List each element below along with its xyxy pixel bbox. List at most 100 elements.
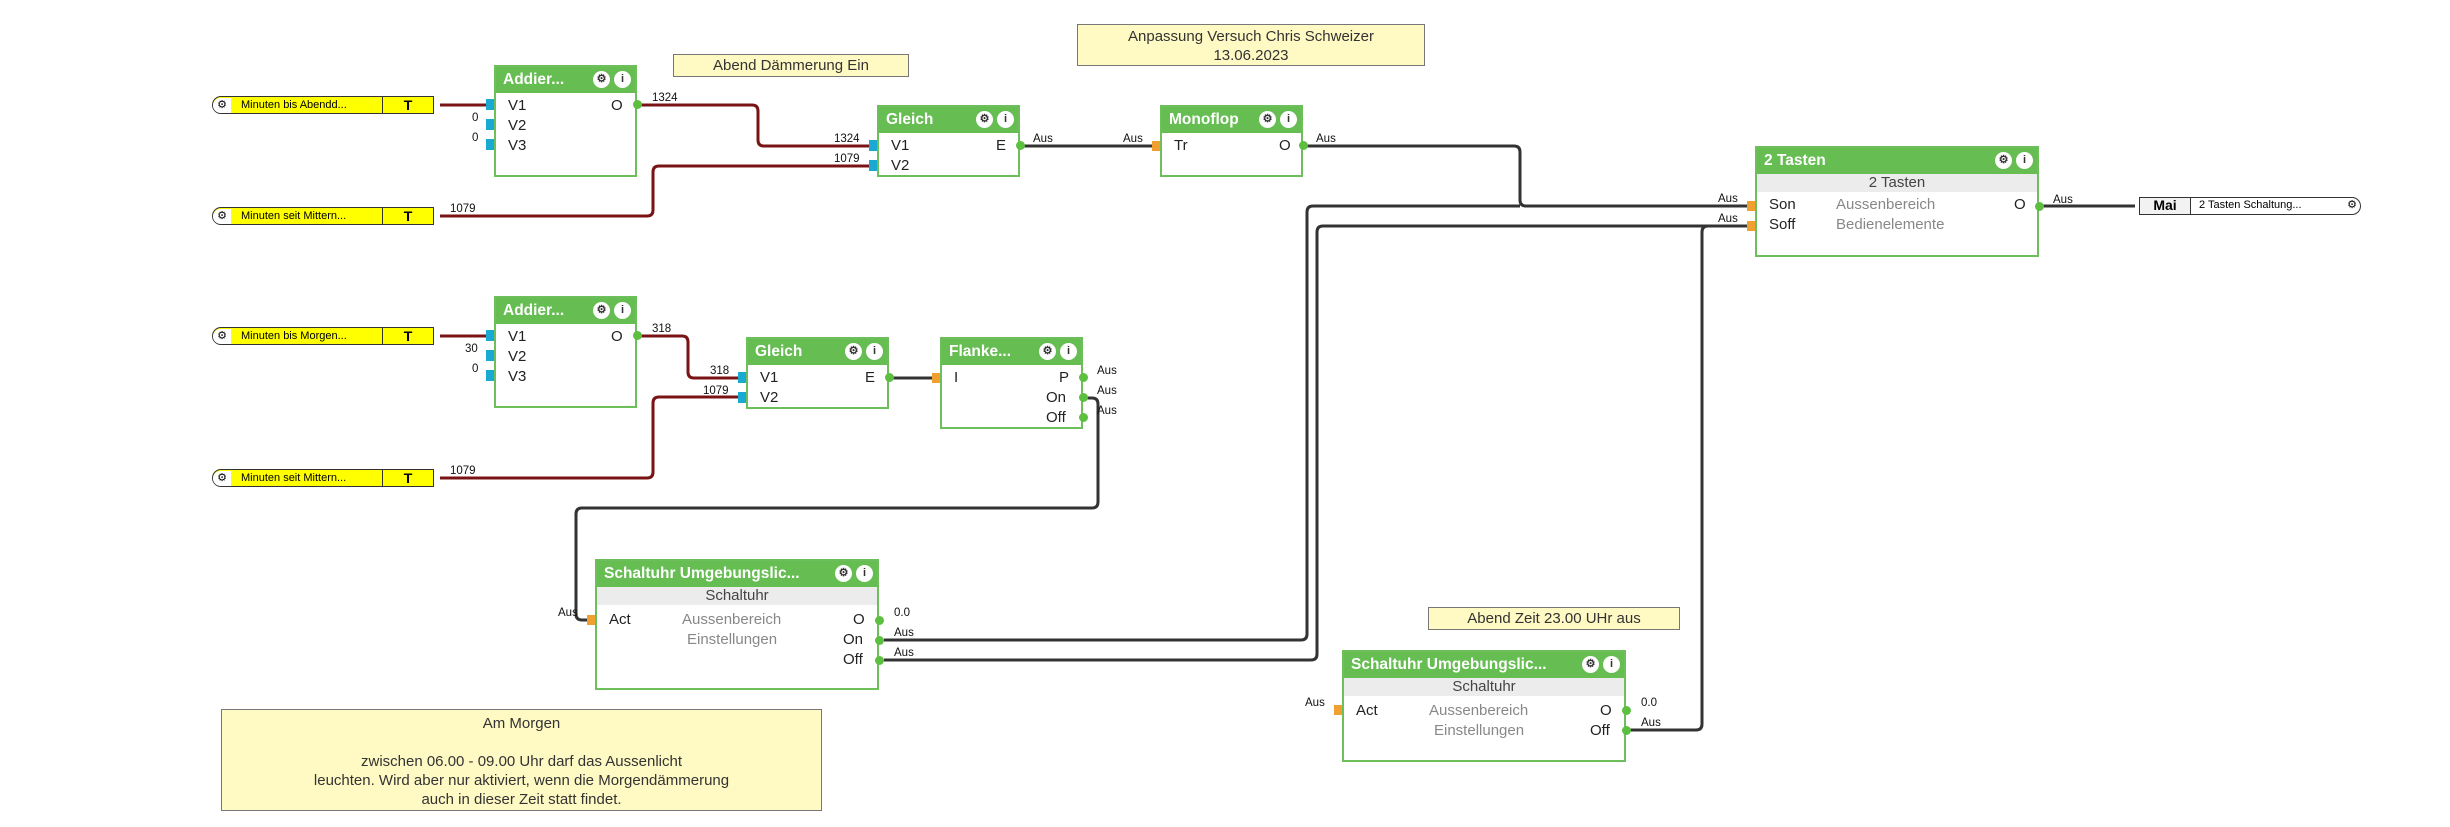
pin-uhr2-o[interactable]	[1622, 706, 1631, 715]
info-icon[interactable]: i	[614, 302, 631, 319]
pin-tasten-soff[interactable]	[1747, 221, 1755, 231]
gear-icon[interactable]: ⚙	[835, 565, 852, 582]
pin-add2-v1[interactable]	[486, 330, 494, 341]
info-icon[interactable]: i	[1060, 343, 1077, 360]
pin-add1-v2[interactable]	[486, 119, 494, 130]
pin-add1-v1[interactable]	[486, 99, 494, 110]
input-i: I	[954, 369, 959, 386]
pin-add1-v3[interactable]	[486, 139, 494, 150]
output-o: O	[1279, 137, 1291, 154]
gear-icon[interactable]: ⚙	[976, 111, 993, 128]
info-icon[interactable]: i	[856, 565, 873, 582]
pin-uhr2-off[interactable]	[1622, 726, 1631, 735]
note-abend-ein[interactable]: Abend Dämmerung Ein	[673, 54, 909, 77]
node-header[interactable]: Gleich ⚙i	[748, 339, 887, 365]
info-icon[interactable]: i	[614, 71, 631, 88]
channel-bedienelemente: Bedienelemente	[1836, 216, 1945, 233]
node-addierer-2[interactable]: Addier... ⚙i V1 V2 V3 O	[494, 296, 637, 408]
node-schaltuhr-2[interactable]: Schaltuhr Umgebungslic... ⚙i Schaltuhr A…	[1342, 650, 1626, 762]
note-am-morgen-line2: leuchten. Wird aber nur aktiviert, wenn …	[313, 772, 730, 789]
output-on: On	[843, 631, 864, 648]
pin-uhr1-o[interactable]	[875, 616, 884, 625]
pin-gleich2-v2[interactable]	[738, 392, 746, 403]
gear-icon[interactable]: ⚙	[213, 470, 231, 486]
pin-flanke-on[interactable]	[1079, 393, 1088, 402]
pin-flanke-p[interactable]	[1079, 373, 1088, 382]
info-icon[interactable]: i	[866, 343, 883, 360]
info-icon[interactable]: i	[997, 111, 1014, 128]
pin-add2-v2[interactable]	[486, 350, 494, 361]
node-addierer-1[interactable]: Addier... ⚙i V1 V2 V3 O	[494, 65, 637, 177]
source-type: T	[382, 208, 433, 224]
pin-add2-o[interactable]	[633, 331, 642, 340]
input-tr: Tr	[1174, 137, 1188, 154]
info-icon[interactable]: i	[1280, 111, 1297, 128]
channel-aussenbereich: Aussenbereich	[682, 611, 782, 628]
output-o: O	[611, 97, 623, 114]
gear-icon[interactable]: ⚙	[845, 343, 862, 360]
pin-uhr2-act[interactable]	[1334, 705, 1342, 715]
node-header[interactable]: Addier... ⚙i	[496, 298, 635, 324]
node-flanke[interactable]: Flanke... ⚙i I P On Off	[940, 337, 1083, 429]
info-icon[interactable]: i	[2016, 152, 2033, 169]
pin-flanke-off[interactable]	[1079, 413, 1088, 422]
pin-gleich1-e[interactable]	[1016, 141, 1025, 150]
pin-gleich2-e[interactable]	[885, 373, 894, 382]
wire-uhr1off-tasten	[884, 224, 1750, 662]
node-2-tasten[interactable]: 2 Tasten ⚙i 2 Tasten Son Soff Aussenbere…	[1755, 146, 2039, 257]
node-header[interactable]: 2 Tasten ⚙i	[1757, 148, 2037, 174]
note-am-morgen[interactable]: Am Morgen zwischen 06.00 - 09.00 Uhr dar…	[221, 709, 822, 811]
input-v2: V2	[760, 389, 779, 406]
output-target-mai[interactable]: Mai 2 Tasten Schaltung... ⚙	[2139, 197, 2361, 215]
gear-icon[interactable]: ⚙	[213, 97, 231, 113]
value-t-soff: Aus	[1718, 213, 1738, 225]
note-abend-aus-text: Abend Zeit 23.00 UHr aus	[1467, 610, 1641, 627]
pin-tasten-son[interactable]	[1747, 201, 1755, 211]
node-header[interactable]: Schaltuhr Umgebungslic... ⚙i	[597, 561, 877, 587]
pin-flanke-i[interactable]	[932, 373, 940, 383]
source-minuten-seit-mitternacht-2[interactable]: ⚙ Minuten seit Mittern... T	[212, 469, 434, 487]
source-minuten-seit-mitternacht-1[interactable]: ⚙ Minuten seit Mittern... T	[212, 207, 434, 225]
gear-icon[interactable]: ⚙	[213, 208, 231, 224]
source-minuten-bis-morgen[interactable]: ⚙ Minuten bis Morgen... T	[212, 327, 434, 345]
node-title: Addier...	[503, 302, 565, 319]
output-o: O	[1600, 702, 1612, 719]
pin-add2-v3[interactable]	[486, 370, 494, 381]
node-header[interactable]: Addier... ⚙i	[496, 67, 635, 93]
node-monoflop[interactable]: Monoflop ⚙i Tr O	[1160, 105, 1303, 177]
pin-add1-o[interactable]	[633, 100, 642, 109]
pin-gleich1-v1[interactable]	[869, 140, 877, 151]
node-header[interactable]: Flanke... ⚙i	[942, 339, 1081, 365]
note-abend-aus[interactable]: Abend Zeit 23.00 UHr aus	[1428, 607, 1680, 630]
channel-einstellungen: Einstellungen	[1434, 722, 1525, 739]
pin-tasten-o[interactable]	[2035, 202, 2044, 211]
gear-icon[interactable]: ⚙	[2347, 199, 2357, 211]
gear-icon[interactable]: ⚙	[213, 328, 231, 344]
pin-monoflop-o[interactable]	[1299, 141, 1308, 150]
pin-gleich2-v1[interactable]	[738, 372, 746, 383]
node-gleich-2[interactable]: Gleich ⚙i V1 V2 E	[746, 337, 889, 409]
node-schaltuhr-1[interactable]: Schaltuhr Umgebungslic... ⚙i Schaltuhr A…	[595, 559, 879, 690]
input-v1: V1	[508, 97, 527, 114]
node-header[interactable]: Gleich ⚙i	[879, 107, 1018, 133]
note-anpassung[interactable]: Anpassung Versuch Chris Schweizer 13.06.…	[1077, 24, 1425, 66]
gear-icon[interactable]: ⚙	[1259, 111, 1276, 128]
pin-uhr1-act[interactable]	[587, 615, 595, 625]
source-minuten-bis-abend[interactable]: ⚙ Minuten bis Abendd... T	[212, 96, 434, 114]
pin-uhr1-on[interactable]	[875, 636, 884, 645]
gear-icon[interactable]: ⚙	[1582, 656, 1599, 673]
gear-icon[interactable]: ⚙	[593, 71, 610, 88]
gear-icon[interactable]: ⚙	[1039, 343, 1056, 360]
node-title: Gleich	[886, 111, 934, 128]
pin-monoflop-tr[interactable]	[1152, 141, 1160, 151]
node-header[interactable]: Monoflop ⚙i	[1162, 107, 1301, 133]
pin-gleich1-v2[interactable]	[869, 160, 877, 171]
info-icon[interactable]: i	[1603, 656, 1620, 673]
node-header[interactable]: Schaltuhr Umgebungslic... ⚙i	[1344, 652, 1624, 678]
gear-icon[interactable]: ⚙	[593, 302, 610, 319]
node-gleich-1[interactable]: Gleich ⚙i V1 V2 E	[877, 105, 1020, 177]
gear-icon[interactable]: ⚙	[1995, 152, 2012, 169]
output-on: On	[1046, 389, 1067, 406]
pin-uhr1-off[interactable]	[875, 656, 884, 665]
